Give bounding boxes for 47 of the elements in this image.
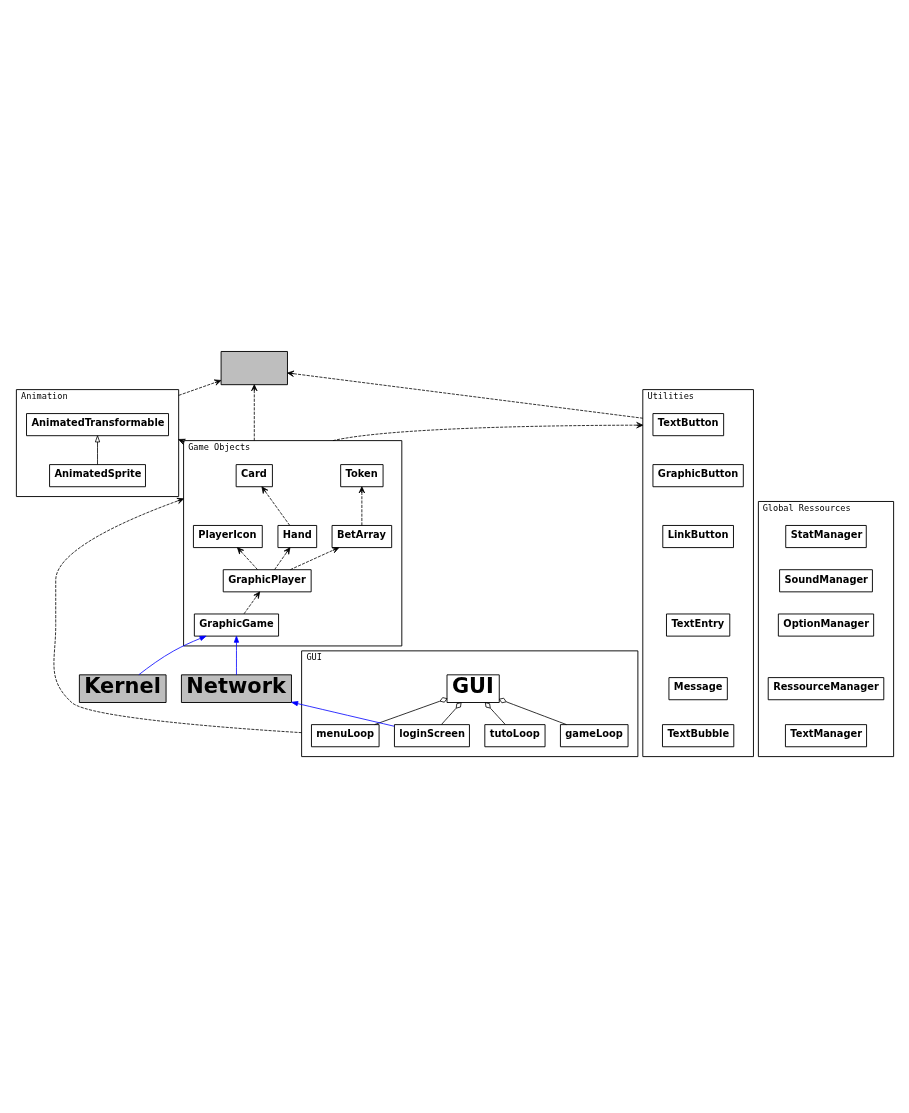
node-box: TextBubble [661, 724, 734, 748]
node-box: tutoLoop [483, 724, 545, 748]
node-box: SoundManager [778, 569, 873, 593]
node-box: Card [235, 464, 273, 488]
node-box: TextEntry [665, 613, 730, 637]
arrow [236, 547, 258, 570]
node-box: AnimatedTransformable [25, 413, 169, 437]
node-box: RessourceManager [767, 677, 884, 701]
connector [373, 697, 447, 725]
node-box: Hand [277, 525, 317, 549]
node-box: Network [180, 674, 292, 703]
node-box [220, 351, 288, 386]
node-box: Message [667, 677, 728, 701]
node-box: GraphicButton [652, 464, 744, 488]
arrow [233, 635, 239, 676]
node-box: LinkButton [661, 525, 734, 549]
node-box: BetArray [331, 525, 392, 549]
node-box: PlayerIcon [192, 525, 263, 549]
node-box: StatManager [784, 525, 867, 549]
node-box: Token [339, 464, 384, 488]
node-box: OptionManager [777, 613, 874, 637]
connector [498, 697, 567, 725]
arrow [286, 370, 643, 419]
connector [440, 702, 461, 725]
arrow [289, 547, 339, 571]
arrow [177, 379, 221, 396]
arrow [250, 384, 257, 441]
node-box: AnimatedSprite [48, 464, 146, 488]
arrow [273, 547, 290, 570]
arrow [290, 701, 395, 727]
arrow [53, 497, 302, 734]
arrow [94, 435, 100, 465]
arrow [332, 422, 643, 441]
node-box: TextManager [784, 724, 867, 748]
arrow [243, 591, 260, 615]
arrow [261, 486, 290, 526]
node-box: GUI [446, 674, 500, 703]
node-box: Kernel [78, 674, 167, 703]
connector [484, 702, 506, 725]
node-box: GraphicPlayer [222, 569, 312, 593]
arrow [358, 486, 365, 526]
node-box: menuLoop [310, 724, 380, 748]
node-box: TextButton [652, 413, 724, 437]
arrow [137, 635, 206, 676]
node-box: gameLoop [559, 724, 628, 748]
node-box: loginScreen [393, 724, 470, 748]
node-box: GraphicGame [193, 613, 279, 637]
